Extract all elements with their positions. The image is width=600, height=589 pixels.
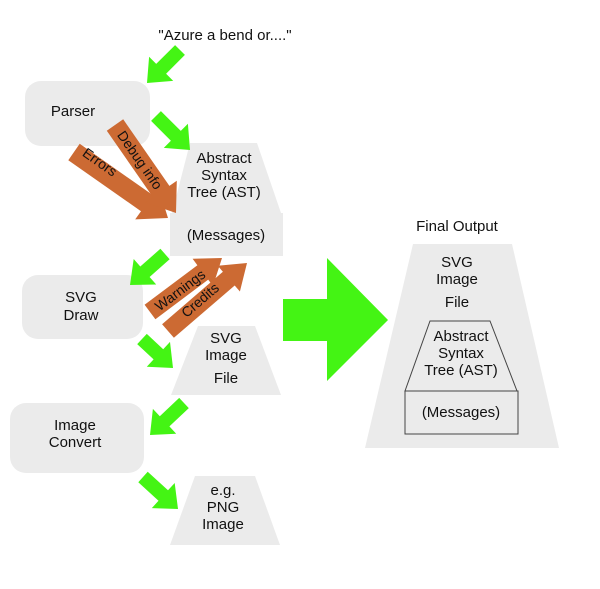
big-output-arrow <box>283 258 388 381</box>
parser-label: Parser <box>51 103 95 120</box>
final-messages-artifact: (Messages) <box>404 390 519 435</box>
final-svg-label-2: Image <box>436 271 478 288</box>
final-messages-label: (Messages) <box>422 404 500 421</box>
final-output-title: Final Output <box>416 218 499 235</box>
flow-arrow-svgdraw-to-svgfile <box>137 333 173 368</box>
ast-label-1: Abstract <box>196 150 252 167</box>
png-label-2: PNG <box>207 499 240 516</box>
debug-info-arrow-shape <box>106 119 177 213</box>
final-svg-label-3: File <box>445 294 469 311</box>
final-output-artifact: SVG Image File Abstract Syntax Tree (AST… <box>365 244 559 448</box>
flow-arrow-parser-to-ast <box>151 111 190 150</box>
png-label-1: e.g. <box>210 482 235 499</box>
flow-arrow-imageconvert-to-png <box>138 471 178 509</box>
final-ast-label-2: Syntax <box>438 345 484 362</box>
image-convert-label-2: Convert <box>49 434 102 451</box>
svg-file-label-2: Image <box>205 347 247 364</box>
messages-label: (Messages) <box>187 227 265 244</box>
ast-label-2: Syntax <box>201 167 247 184</box>
final-ast-label-1: Abstract <box>433 328 489 345</box>
final-svg-label-1: SVG <box>441 254 473 271</box>
image-convert-label-1: Image <box>54 417 96 434</box>
errors-arrow-shape <box>68 143 168 220</box>
svg-file-label-1: SVG <box>210 330 242 347</box>
svg-draw-box: SVG Draw <box>22 275 143 339</box>
flow-arrow-input-to-parser <box>147 45 185 83</box>
flow-arrow-svgfile-to-imageconvert <box>150 397 189 435</box>
messages-artifact: (Messages) <box>170 213 283 256</box>
svg-file-label-3: File <box>214 370 238 387</box>
warnings-arrow-shape <box>144 258 222 320</box>
flow-arrow-messages-to-svgdraw <box>130 248 170 285</box>
svg-draw-label-1: SVG <box>65 289 97 306</box>
credits-arrow-shape <box>162 263 247 338</box>
svg-draw-label-2: Draw <box>63 307 98 324</box>
ast-label-3: Tree (AST) <box>187 184 261 201</box>
final-ast-artifact: Abstract Syntax Tree (AST) <box>404 320 518 392</box>
image-convert-box: Image Convert <box>10 403 144 473</box>
ast-artifact: Abstract Syntax Tree (AST) <box>172 143 281 213</box>
input-text: "Azure a bend or...." <box>158 27 291 44</box>
svg-file-artifact: SVG Image File <box>171 326 281 395</box>
final-ast-label-3: Tree (AST) <box>424 362 498 379</box>
flow-arrows <box>130 45 190 509</box>
png-label-3: Image <box>202 516 244 533</box>
png-artifact: e.g. PNG Image <box>170 476 280 545</box>
